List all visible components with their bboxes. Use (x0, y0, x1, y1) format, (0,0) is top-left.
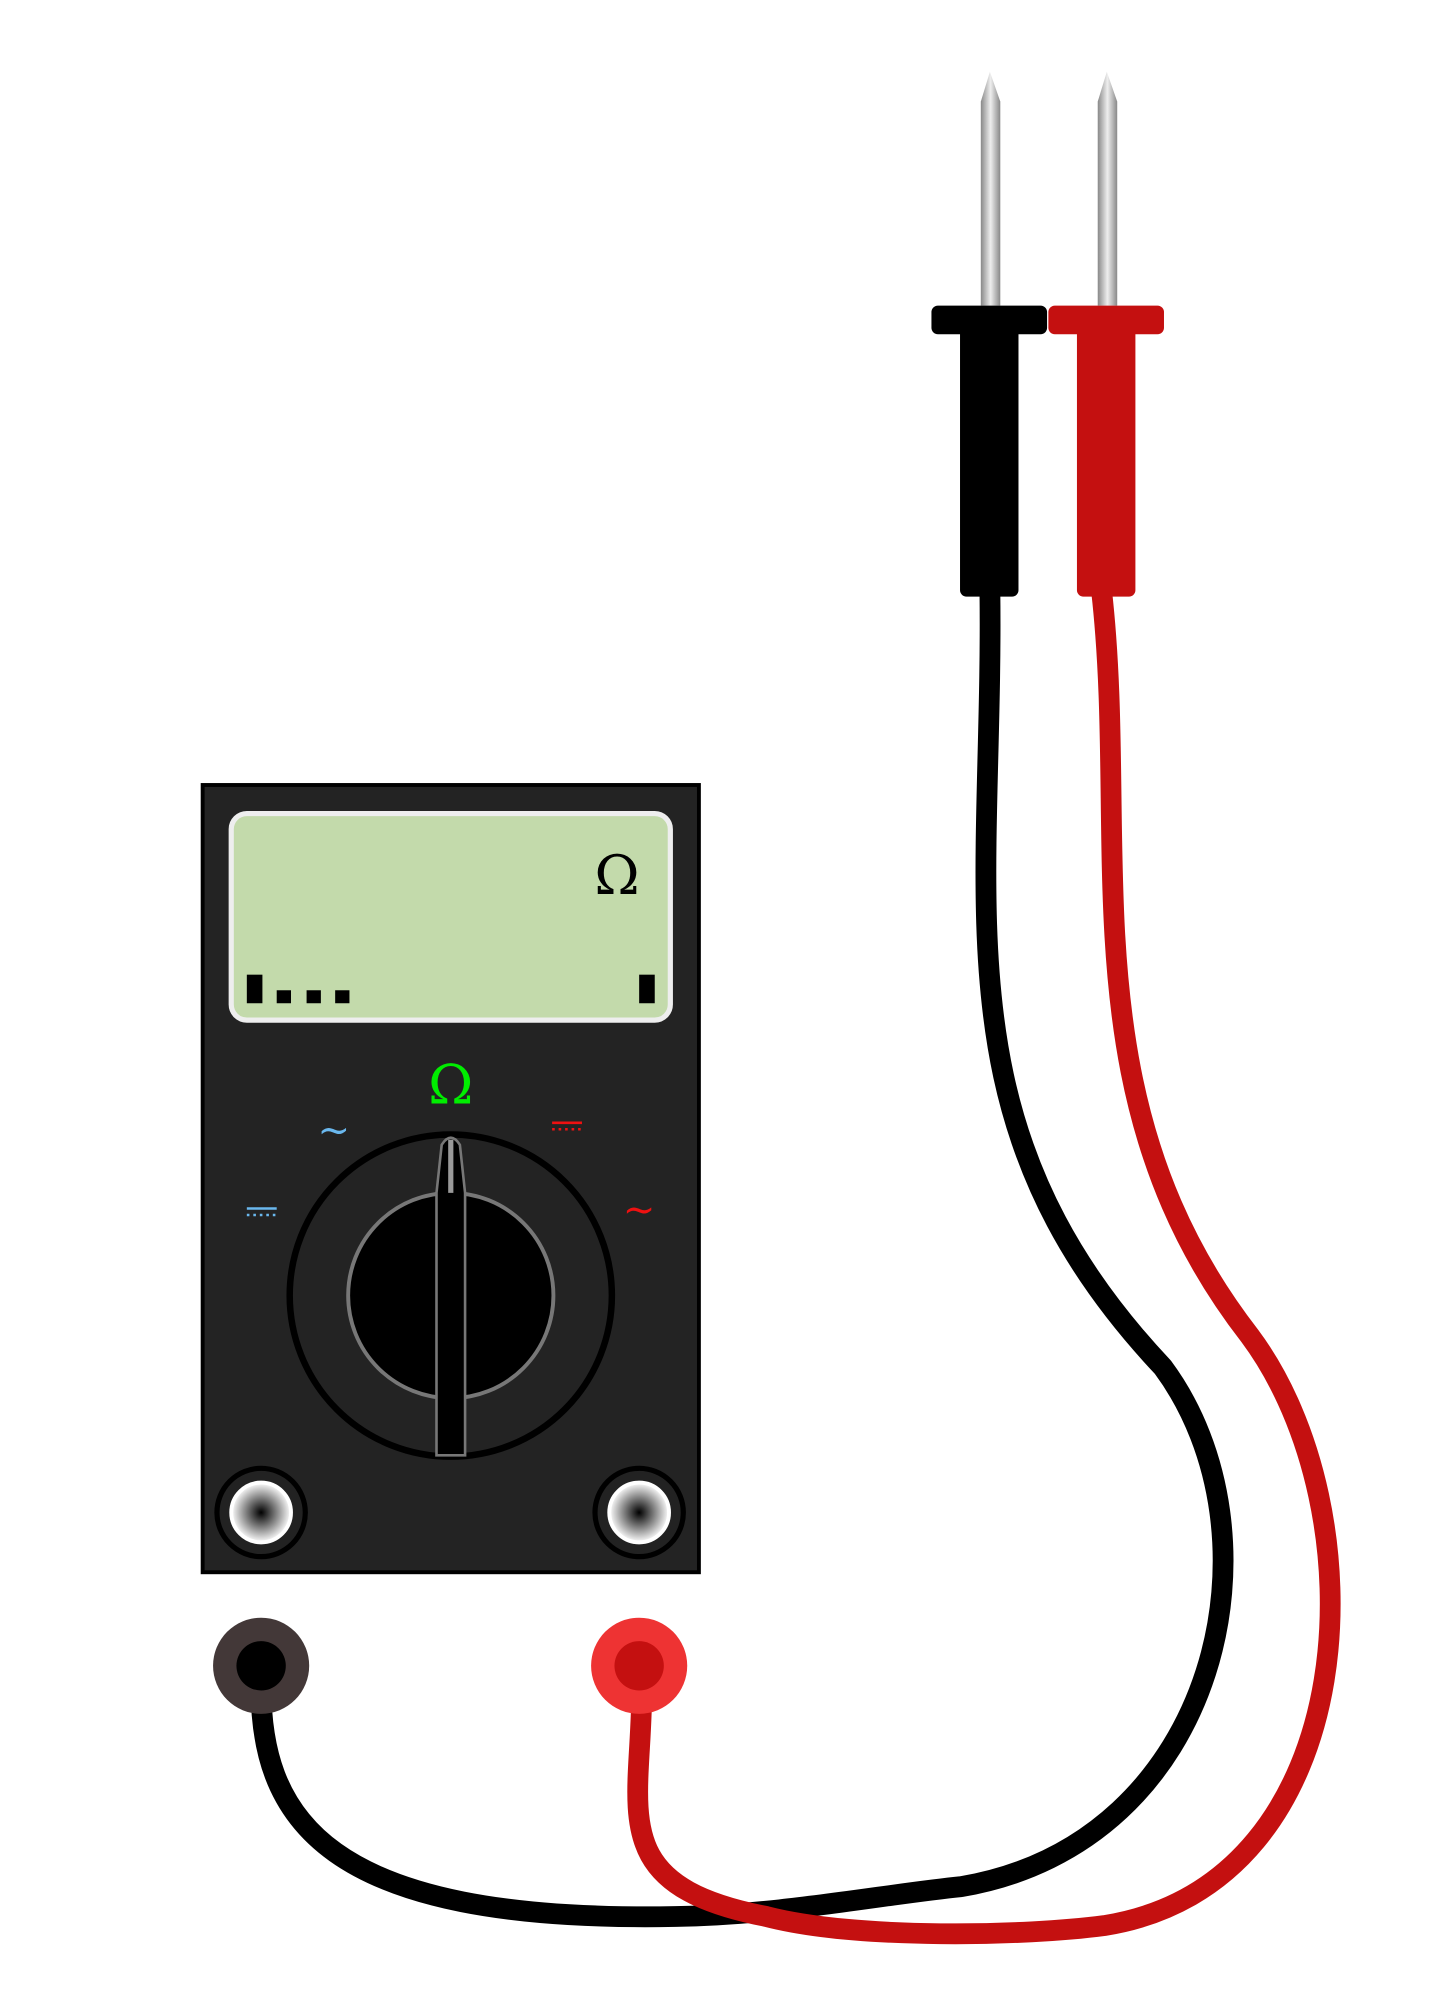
com-jack[interactable] (214, 1465, 308, 1560)
red-probe-handle (1076, 325, 1136, 597)
dial-label-dc-voltage[interactable] (246, 1207, 277, 1217)
lcd-display: Ω (228, 810, 673, 1023)
lcd-segment (306, 990, 321, 1004)
lcd-segment (246, 974, 263, 1004)
dial-label-dc-current[interactable] (552, 1121, 582, 1131)
black-probe-handle (960, 325, 1019, 597)
red-lead-plug[interactable] (591, 1617, 688, 1714)
lcd-unit-symbol: Ω (594, 843, 639, 907)
red-probe-needle (1097, 71, 1118, 306)
red-probe-guard (1048, 305, 1164, 335)
dial-label-ac-voltage[interactable]: ~ (318, 1109, 351, 1154)
black-probe-needle (980, 71, 1001, 306)
red-probe[interactable] (1048, 71, 1164, 597)
black-lead-cable (250, 591, 1234, 1928)
dial-label-resistance[interactable]: Ω (428, 1052, 473, 1116)
lcd-segment (639, 974, 655, 1004)
dial-pointer (435, 1136, 467, 1457)
lcd-segment (335, 990, 350, 1004)
black-lead-plug[interactable] (213, 1617, 310, 1714)
rotary-selector-dial[interactable] (286, 1131, 616, 1460)
black-probe[interactable] (931, 71, 1048, 597)
input-jack[interactable] (592, 1465, 686, 1560)
dial-label-ac-current[interactable]: ~ (623, 1188, 656, 1233)
lcd-segment (276, 990, 291, 1004)
black-probe-guard (931, 305, 1048, 335)
red-lead-cable (627, 590, 1341, 1945)
